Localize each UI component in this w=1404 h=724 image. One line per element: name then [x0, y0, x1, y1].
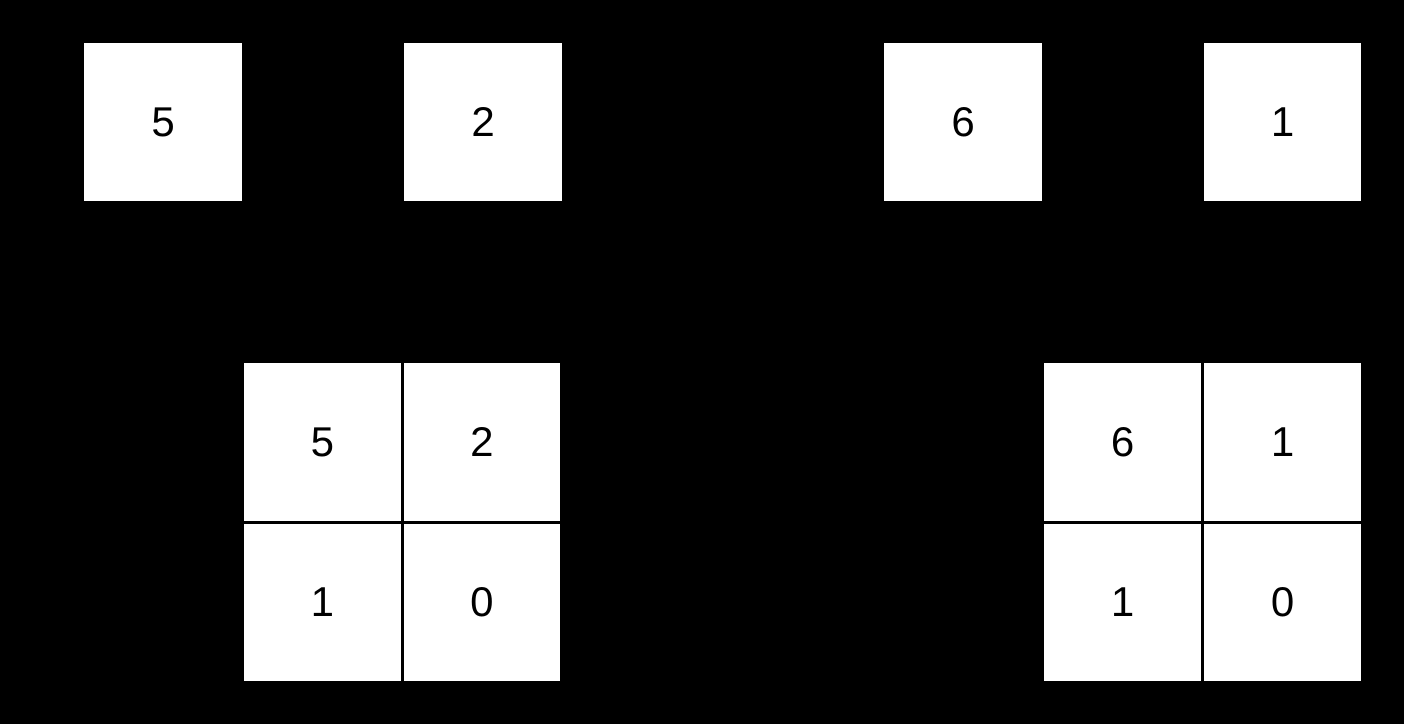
- right-matrix-cell-r0c0: 6: [1044, 363, 1201, 521]
- left-matrix-value-r0c1: 2: [470, 417, 494, 465]
- left-matrix-cell-r1c0: 1: [244, 523, 401, 681]
- right-matrix-value-r0c0: 6: [1110, 417, 1135, 465]
- left-matrix-cell-r0c1: 2: [403, 363, 560, 521]
- left-matrix-value-r1c1: 0: [470, 578, 494, 626]
- top-cell-2: 2: [404, 43, 562, 201]
- top-cell-1: 5: [84, 43, 242, 201]
- top-cell-1-value: 5: [151, 98, 175, 145]
- left-matrix-value-r0c0: 5: [310, 417, 334, 465]
- right-matrix-cell-r0c1: 1: [1204, 363, 1361, 521]
- top-cell-2-value: 2: [471, 98, 495, 145]
- right-matrix-value-r1c0: 1: [1110, 578, 1135, 626]
- right-matrix-value-r1c1: 0: [1270, 578, 1295, 626]
- right-matrix-cell-r1c1: 0: [1204, 523, 1361, 681]
- top-cell-3: 6: [884, 43, 1042, 201]
- top-cell-3-value: 6: [951, 98, 975, 145]
- left-matrix-value-r1c0: 1: [310, 578, 334, 626]
- right-matrix: 6 1 1 0: [1044, 363, 1361, 681]
- left-matrix-cell-r0c0: 5: [244, 363, 401, 521]
- right-matrix-value-r0c1: 1: [1270, 417, 1295, 465]
- right-matrix-cell-r1c0: 1: [1044, 523, 1201, 681]
- left-matrix-cell-r1c1: 0: [403, 523, 560, 681]
- top-cell-4: 1: [1204, 43, 1361, 201]
- left-matrix: 5 2 1 0: [244, 363, 560, 681]
- top-cell-4-value: 1: [1270, 98, 1295, 145]
